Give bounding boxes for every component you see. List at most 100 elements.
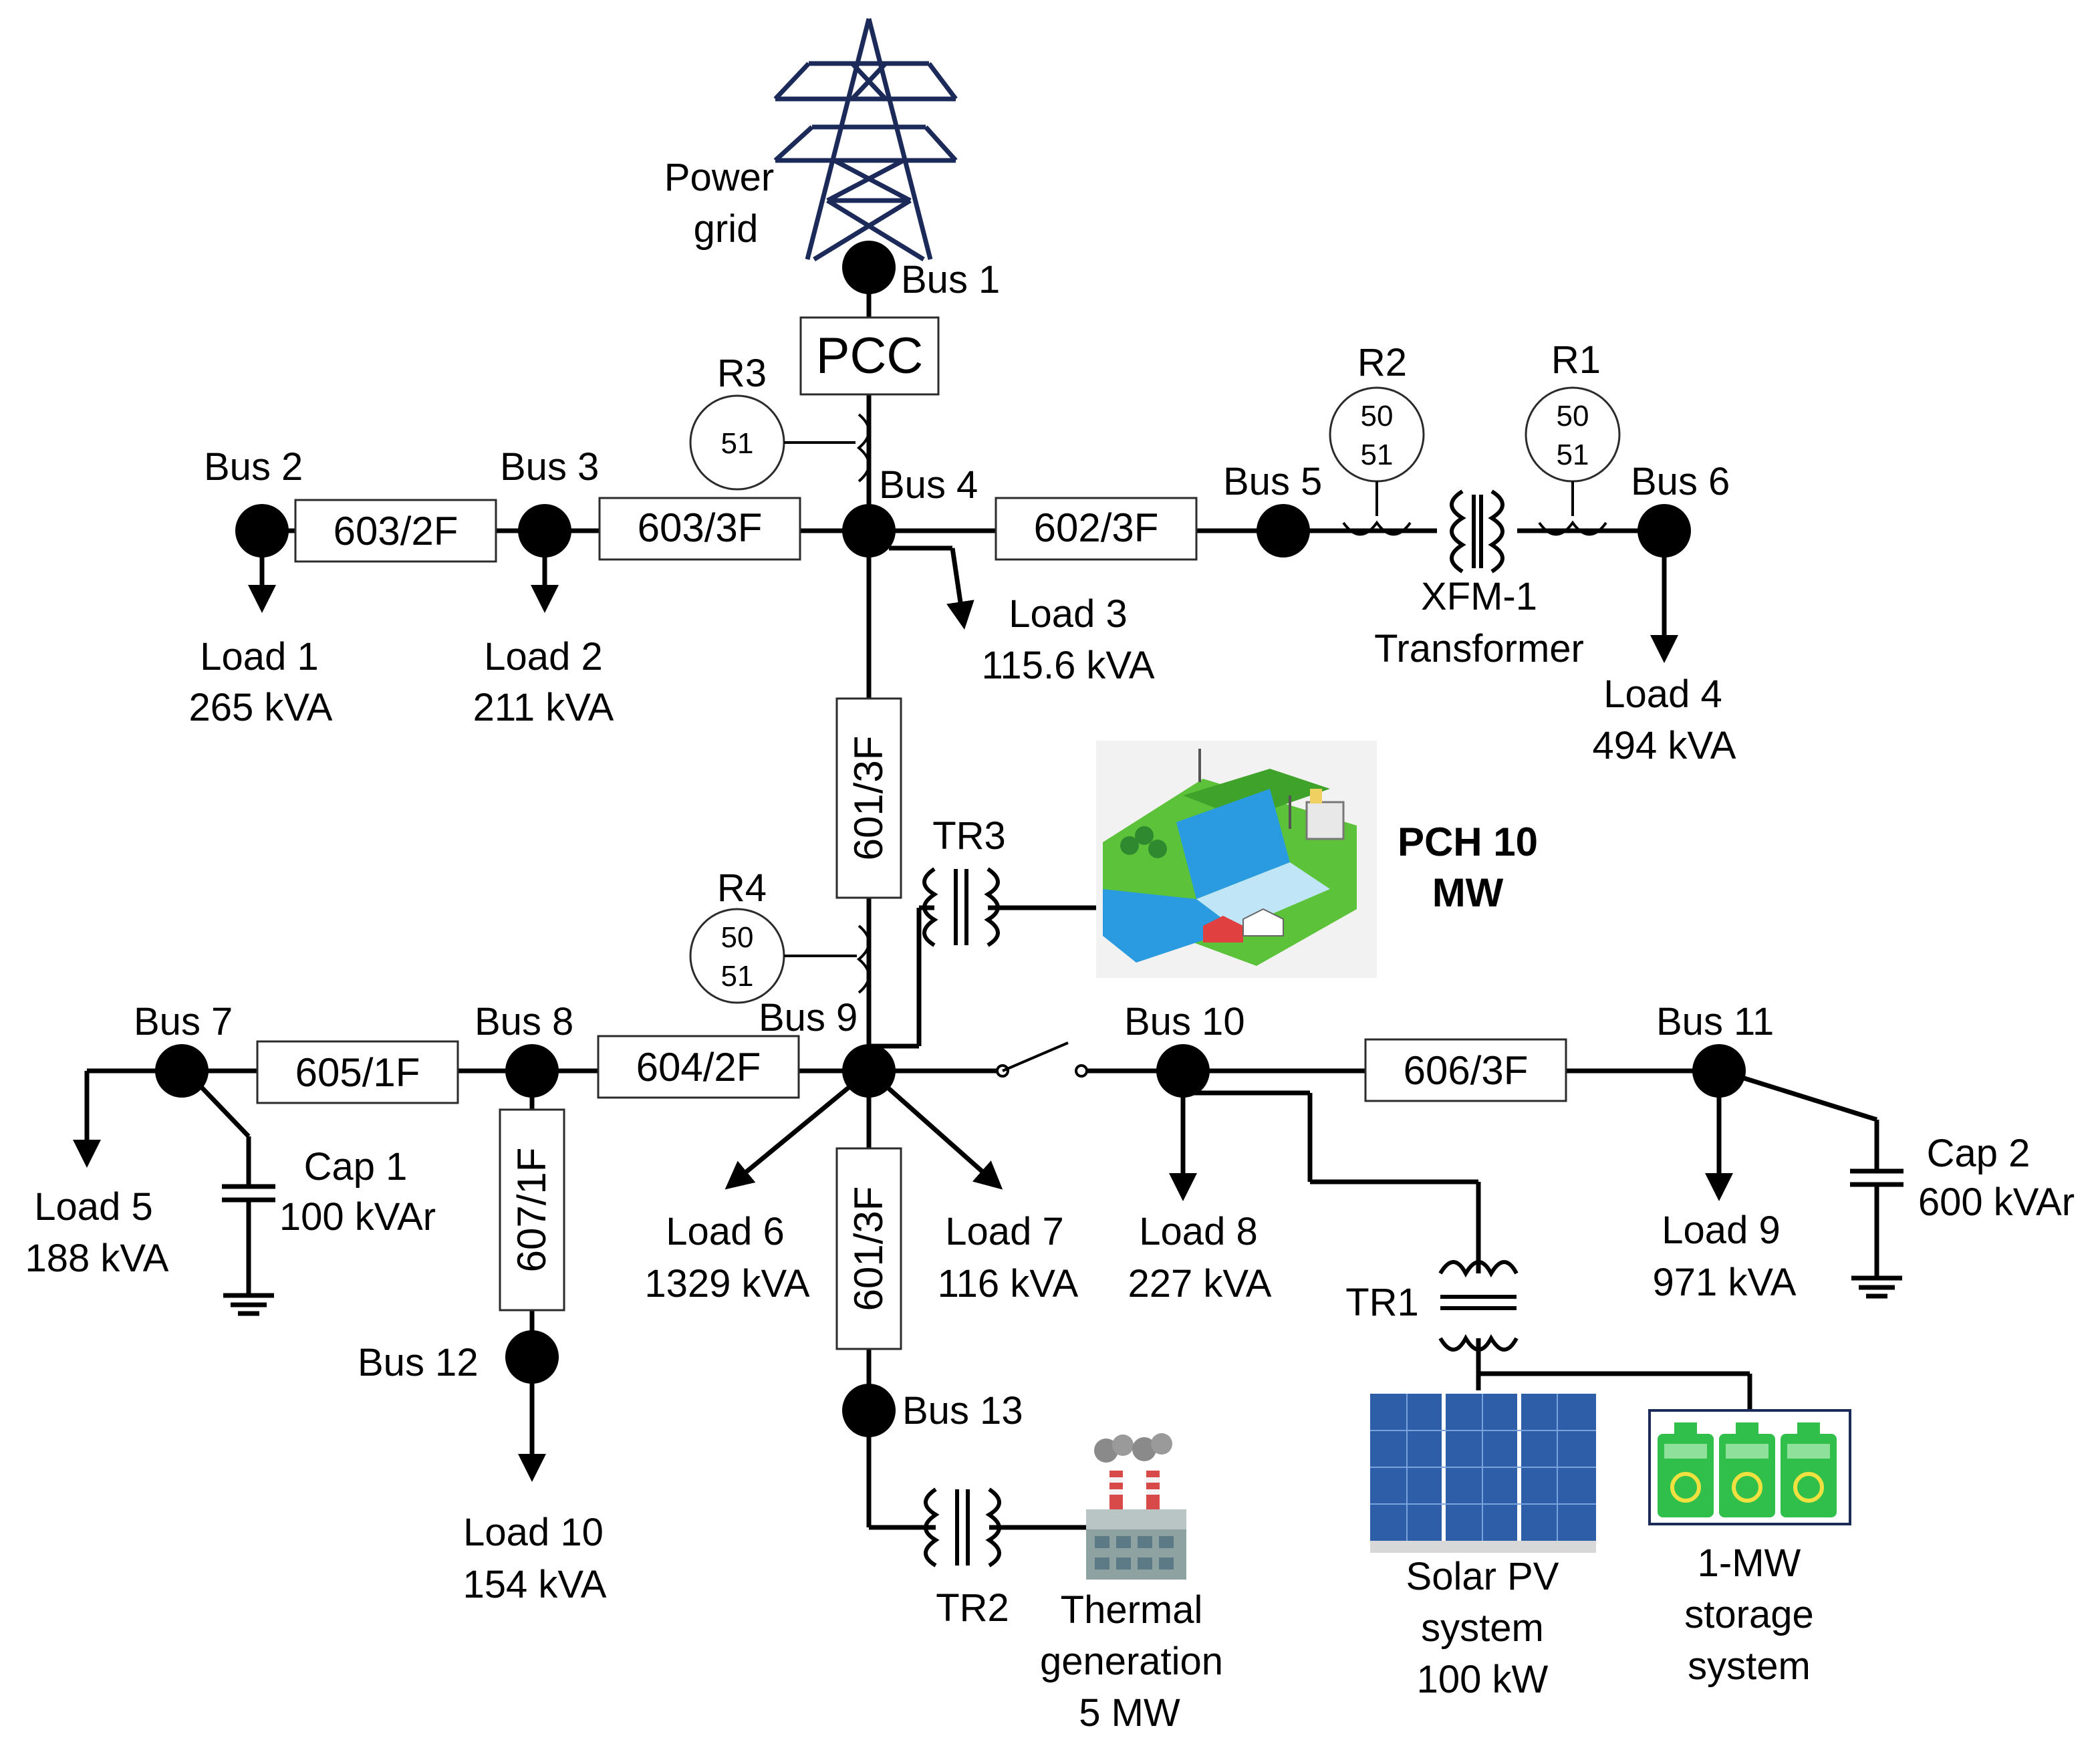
relay-name: R4: [717, 866, 767, 910]
bus-2-label: Bus 2: [204, 445, 303, 489]
line-label: 603/2F: [334, 509, 458, 553]
line-607-1f: 607/1F: [499, 1108, 565, 1312]
relay-r2: 50 51 R2: [1329, 341, 1425, 536]
load4-name: Load 4: [1603, 672, 1722, 716]
bus-3-node[interactable]: [518, 504, 571, 557]
solar-panel-icon: [1370, 1394, 1596, 1553]
cap2-value: 600 kVAr: [1918, 1180, 2075, 1224]
capacitor-cap1-icon: [222, 1184, 275, 1316]
bus-8-label: Bus 8: [475, 1000, 573, 1043]
pv-label-line2: system: [1421, 1606, 1544, 1650]
line-603-2f: 603/2F: [294, 499, 497, 563]
transformer-tr1-icon: [1438, 1260, 1519, 1352]
bus-12-node[interactable]: [505, 1330, 559, 1384]
bus-6-label: Bus 6: [1631, 460, 1730, 503]
load3-value: 115.6 kVA: [981, 644, 1154, 687]
bus-10-node[interactable]: [1156, 1044, 1210, 1098]
relay-code: 50: [1361, 400, 1394, 432]
bus-13-label: Bus 13: [902, 1389, 1023, 1432]
pch-label-line2: MW: [1432, 870, 1504, 915]
line-label: 601/3F: [846, 1187, 891, 1312]
xfm1-label-line1: XFM-1: [1421, 575, 1537, 618]
line-604-2f: 604/2F: [597, 1035, 800, 1099]
pv-label-line1: Solar PV: [1406, 1555, 1559, 1598]
bus-9-node[interactable]: [842, 1044, 896, 1098]
load6-name: Load 6: [666, 1210, 784, 1253]
bus-5-node[interactable]: [1257, 504, 1310, 557]
bus-3-label: Bus 3: [500, 445, 599, 489]
circuit-breaker-switch[interactable]: [996, 1041, 1183, 1078]
pcc-box: [799, 316, 940, 396]
load5-name: Load 5: [34, 1185, 152, 1229]
bus-6-node[interactable]: [1637, 504, 1691, 557]
bus-5-label: Bus 5: [1223, 460, 1322, 503]
battery-storage-icon: [1648, 1409, 1851, 1525]
cap1-value: 100 kVAr: [279, 1195, 436, 1239]
bus-9-label: Bus 9: [759, 996, 858, 1039]
line-label: 602/3F: [1034, 505, 1159, 550]
storage-label-line1: 1-MW: [1698, 1541, 1801, 1585]
line-label: 605/1F: [295, 1050, 420, 1095]
relay-r3: 51 R3: [689, 352, 870, 491]
cap2-name: Cap 2: [1927, 1132, 2030, 1175]
pcc-label: PCC: [816, 328, 923, 384]
line-label: 607/1F: [509, 1148, 554, 1273]
load9-name: Load 9: [1662, 1209, 1780, 1252]
load8-value: 227 kVA: [1128, 1262, 1272, 1305]
line-603-3f: 603/3F: [598, 497, 801, 561]
relay-name: R1: [1551, 338, 1601, 382]
storage-label-line3: system: [1688, 1644, 1811, 1688]
tr2-label: TR2: [936, 1586, 1009, 1630]
bus-11-node[interactable]: [1692, 1044, 1746, 1098]
load1-name: Load 1: [200, 635, 318, 678]
load7-arrow: [867, 1069, 1003, 1190]
load8-name: Load 8: [1139, 1210, 1257, 1253]
relay-name: R3: [717, 352, 767, 395]
bus-7-node[interactable]: [155, 1044, 209, 1098]
bus-4-node[interactable]: [842, 504, 896, 557]
bus-8-node[interactable]: [505, 1044, 559, 1098]
load6-arrow: [725, 1069, 871, 1190]
bus-13-node[interactable]: [842, 1384, 896, 1437]
relay-code: 51: [721, 427, 754, 460]
hydro-plant-icon: [1096, 741, 1377, 978]
bus-11-label: Bus 11: [1656, 1000, 1774, 1043]
line-606-3f: 606/3F: [1364, 1038, 1567, 1102]
capacitor-cap2-icon: [1850, 1168, 1904, 1299]
bus-4-label: Bus 4: [879, 463, 978, 507]
load-arrows: [73, 535, 1733, 1482]
cap1-name: Cap 1: [304, 1145, 408, 1189]
line-605-1f: 605/1F: [256, 1040, 459, 1104]
relay-r1: 50 51 R1: [1525, 338, 1621, 536]
bus-7-label: Bus 7: [134, 1000, 233, 1043]
load2-name: Load 2: [484, 635, 602, 678]
line-label: 604/2F: [636, 1045, 761, 1090]
tr1-label: TR1: [1345, 1281, 1419, 1324]
relay-code: 50: [1557, 400, 1589, 432]
grid-label-line1: Power: [664, 156, 774, 199]
line-601-3f-lower: 601/3F: [835, 1147, 902, 1350]
load2-value: 211 kVA: [473, 686, 614, 729]
load3-name: Load 3: [1009, 592, 1127, 636]
load9-value: 971 kVA: [1653, 1261, 1797, 1304]
relay-code: 51: [1361, 439, 1394, 471]
load4-value: 494 kVA: [1593, 724, 1736, 767]
tr3-label: TR3: [932, 814, 1006, 858]
thermal-label-line2: generation: [1040, 1640, 1223, 1683]
bus-1-node[interactable]: [842, 241, 896, 294]
bus-10-label: Bus 10: [1124, 1000, 1245, 1043]
pv-label-line3: 100 kW: [1417, 1658, 1549, 1701]
storage-label-line2: storage: [1684, 1593, 1813, 1636]
line-label: 603/3F: [638, 505, 763, 550]
load10-value: 154 kVA: [463, 1563, 607, 1606]
load6-value: 1329 kVA: [644, 1262, 810, 1305]
pch-label-line1: PCH 10: [1398, 820, 1538, 864]
line-label: 601/3F: [846, 736, 891, 861]
relay-r4: 50 51 R4: [689, 866, 870, 1004]
bus-12-label: Bus 12: [358, 1341, 479, 1384]
transformer-tr2-icon: [924, 1487, 1001, 1568]
bus-2-node[interactable]: [235, 504, 289, 557]
bus-1-label: Bus 1: [901, 258, 1000, 301]
thermal-plant-icon: [1086, 1433, 1186, 1580]
